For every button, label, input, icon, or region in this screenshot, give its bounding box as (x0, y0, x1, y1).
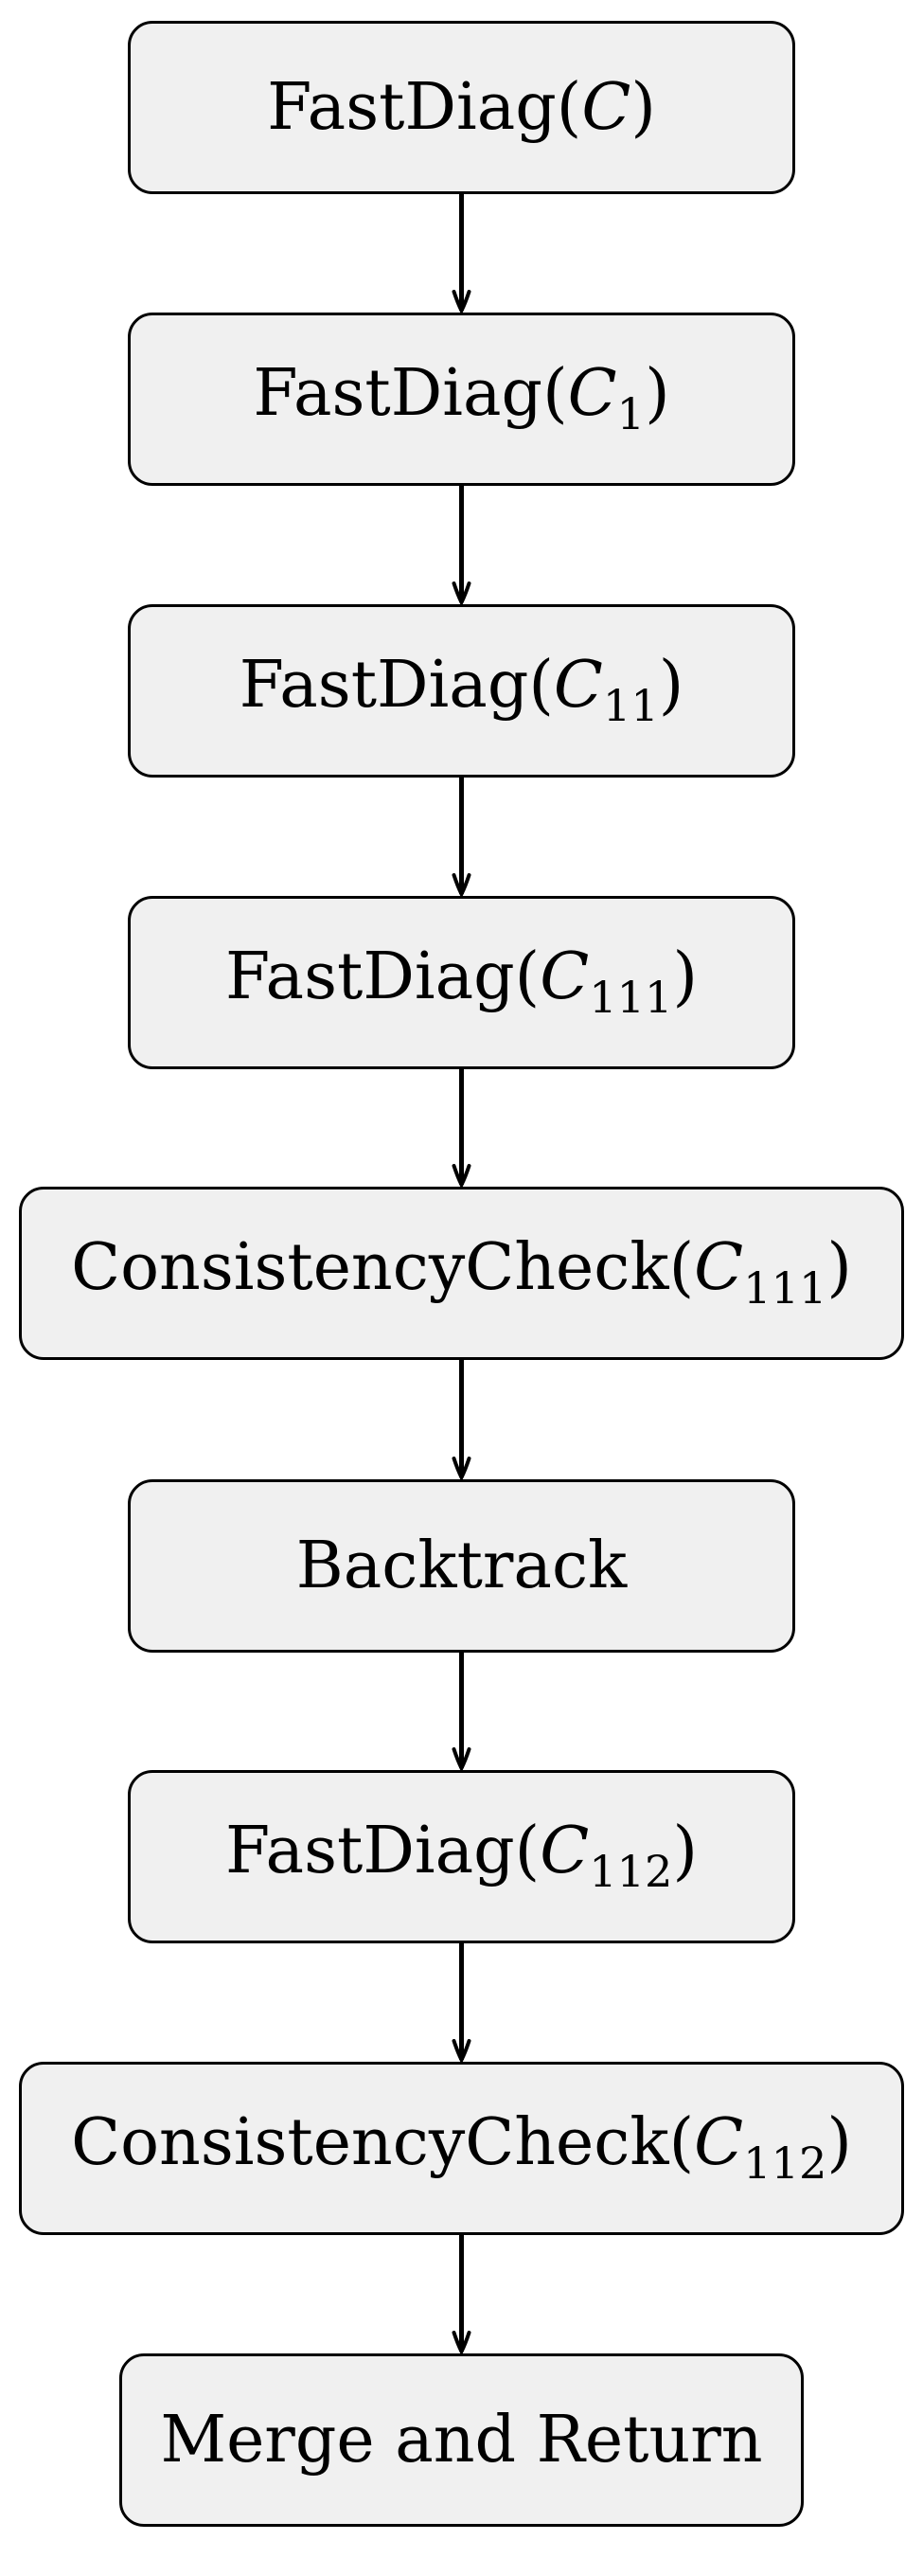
node-label: FastDiag(C1) (253, 356, 670, 440)
node-argument-subscript: 11 (602, 680, 659, 732)
node-n5: ConsistencyCheck(C111) (19, 1187, 904, 1360)
node-n1: FastDiag(C) (128, 21, 795, 194)
node-n2: FastDiag(C1) (128, 313, 795, 486)
node-argument-subscript: 111 (743, 1262, 827, 1315)
node-label: ConsistencyCheck(C112) (71, 2105, 852, 2190)
node-argument: C (553, 648, 603, 724)
node-function-name: Backtrack (295, 1528, 628, 1603)
node-n4: FastDiag(C111) (128, 896, 795, 1069)
node-function-name: FastDiag (239, 648, 529, 724)
node-label: ConsistencyCheck(C111) (71, 1230, 852, 1315)
node-argument: C (540, 939, 590, 1015)
node-argument: C (540, 1814, 590, 1889)
node-argument-subscript: 112 (743, 2138, 827, 2190)
node-function-name: FastDiag (224, 939, 515, 1015)
node-label: FastDiag(C112) (224, 1814, 698, 1898)
node-n7: FastDiag(C112) (128, 1770, 795, 1943)
node-n6: Backtrack (128, 1479, 795, 1653)
node-argument-subscript: 112 (589, 1846, 673, 1898)
node-function-name: FastDiag (253, 356, 543, 432)
node-argument: C (694, 2105, 744, 2181)
node-argument-subscript: 111 (589, 972, 673, 1024)
node-function-name: FastDiag (267, 69, 557, 145)
node-n9: Merge and Return (119, 2353, 804, 2527)
node-function-name: ConsistencyCheck (71, 1230, 669, 1306)
node-label: Merge and Return (160, 2407, 762, 2473)
node-n3: FastDiag(C11) (128, 604, 795, 778)
node-argument-subscript: 1 (616, 388, 646, 440)
node-n8: ConsistencyCheck(C112) (19, 2062, 904, 2235)
node-function-name: ConsistencyCheck (71, 2105, 669, 2181)
node-argument: C (694, 1230, 744, 1306)
node-label: FastDiag(C) (267, 69, 656, 145)
node-argument: C (581, 69, 631, 145)
node-label: FastDiag(C11) (239, 648, 684, 732)
node-label: FastDiag(C111) (224, 939, 698, 1024)
node-function-name: FastDiag (224, 1814, 515, 1889)
node-label: Backtrack (296, 1533, 627, 1599)
node-function-name: Merge and Return (160, 2402, 763, 2478)
node-argument: C (567, 356, 617, 432)
